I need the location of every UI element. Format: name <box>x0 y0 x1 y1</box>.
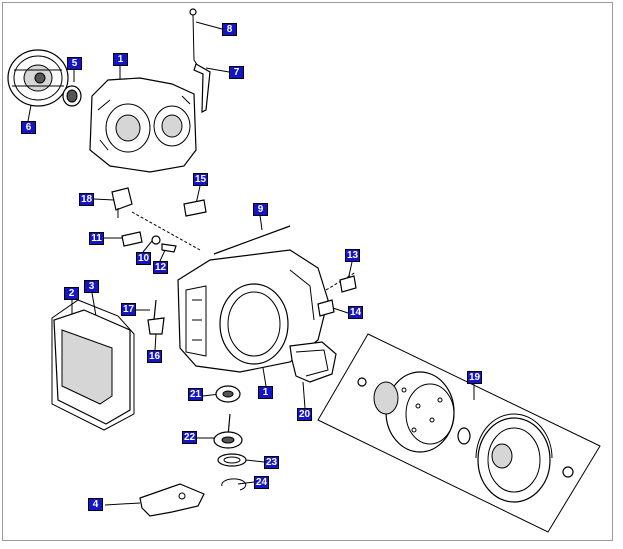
transaxle-case <box>177 249 329 373</box>
callout-6: 6 <box>21 121 36 134</box>
callout-22: 22 <box>182 431 197 444</box>
brake-band <box>289 341 337 383</box>
valve-parts <box>147 299 165 335</box>
oil-pan <box>51 299 135 431</box>
solenoid-part <box>111 187 133 218</box>
converter-housing <box>89 77 197 173</box>
sensor-bracket <box>183 199 207 217</box>
callout-7: 7 <box>229 66 244 79</box>
clutch-assembly-inset <box>317 333 601 533</box>
callout-9: 9 <box>253 203 268 216</box>
callout-14: 14 <box>348 306 363 319</box>
callout-24: 24 <box>254 476 269 489</box>
callout-12: 12 <box>153 261 168 274</box>
callout-5: 5 <box>67 57 82 70</box>
callout-1: 1 <box>113 53 128 66</box>
callout-4: 4 <box>88 498 103 511</box>
callout-3: 3 <box>84 280 99 293</box>
torque-converter <box>7 49 69 107</box>
small-parts <box>121 231 177 253</box>
callout-18: 18 <box>79 193 94 206</box>
callout-23: 23 <box>264 456 279 469</box>
thrust-washer <box>217 453 247 467</box>
callout-10: 10 <box>136 252 151 265</box>
callout-17: 17 <box>121 303 136 316</box>
callout-16: 16 <box>147 350 162 363</box>
callout-20: 20 <box>297 408 312 421</box>
callout-13: 13 <box>345 249 360 262</box>
callout-2: 2 <box>64 287 79 300</box>
mount-bracket <box>139 483 205 517</box>
dipstick-assembly <box>189 8 211 113</box>
callout-19: 19 <box>467 371 482 384</box>
callout-11: 11 <box>89 232 104 245</box>
callout-15: 15 <box>193 173 208 186</box>
oil-seal <box>62 85 82 107</box>
snap-ring <box>221 478 247 491</box>
rod <box>213 225 291 255</box>
bearing-race <box>215 385 241 403</box>
callout-8: 8 <box>222 23 237 36</box>
callout-1-case: 1 <box>258 386 273 399</box>
manual-shaft-part <box>339 275 357 293</box>
callout-21: 21 <box>188 388 203 401</box>
shaft-gear <box>213 413 243 449</box>
speed-sensor <box>317 299 335 317</box>
